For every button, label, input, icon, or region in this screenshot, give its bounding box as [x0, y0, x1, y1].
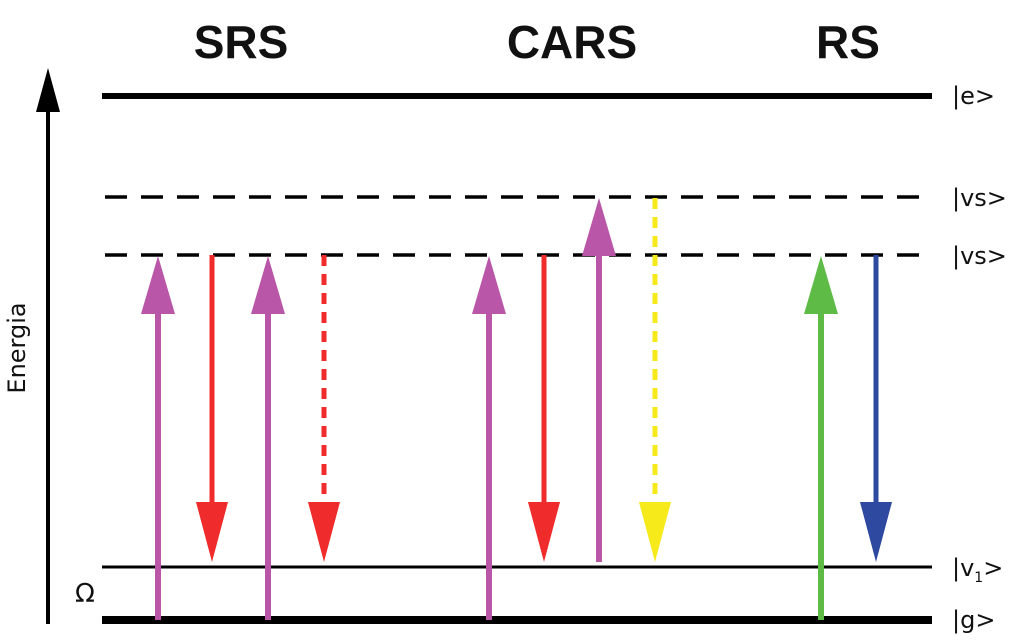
label-vibrational-prefix: |v	[952, 554, 974, 582]
energy-axis-arrowhead	[36, 68, 60, 112]
cars-pump-arrow-head	[472, 256, 506, 314]
rs-excitation-arrow-head	[804, 256, 838, 314]
label-ground-state: |g>	[952, 606, 995, 634]
srs-pump-arrow-1-head	[141, 256, 175, 314]
energy-axis-label: Energia	[3, 302, 31, 393]
srs-pump-arrow-2-head	[251, 256, 285, 314]
label-vibrational-subscript: 1	[974, 570, 983, 586]
srs-transitions	[141, 255, 340, 620]
rs-transitions	[804, 255, 892, 620]
srs-stokes-arrow-2-head	[308, 502, 340, 562]
cars-transitions	[472, 198, 671, 620]
srs-stokes-arrow-1-head	[196, 502, 228, 562]
omega-label: Ω	[75, 579, 95, 609]
label-excited-state: |e>	[952, 82, 995, 110]
cars-stokes-arrow-head	[528, 502, 560, 562]
title-cars: CARS	[507, 16, 637, 68]
cars-anti-stokes-arrow-head	[639, 502, 671, 562]
title-srs: SRS	[194, 16, 289, 68]
cars-probe-arrow-head	[582, 198, 616, 256]
label-vibrational-suffix: >	[983, 554, 1003, 582]
rs-emission-arrow-head	[860, 502, 892, 562]
label-virtual-state-lower: |vs>	[952, 242, 1007, 270]
label-vibrational-state: |v1>	[952, 554, 1003, 586]
label-virtual-state-upper: |vs>	[952, 184, 1007, 212]
title-rs: RS	[816, 16, 880, 68]
